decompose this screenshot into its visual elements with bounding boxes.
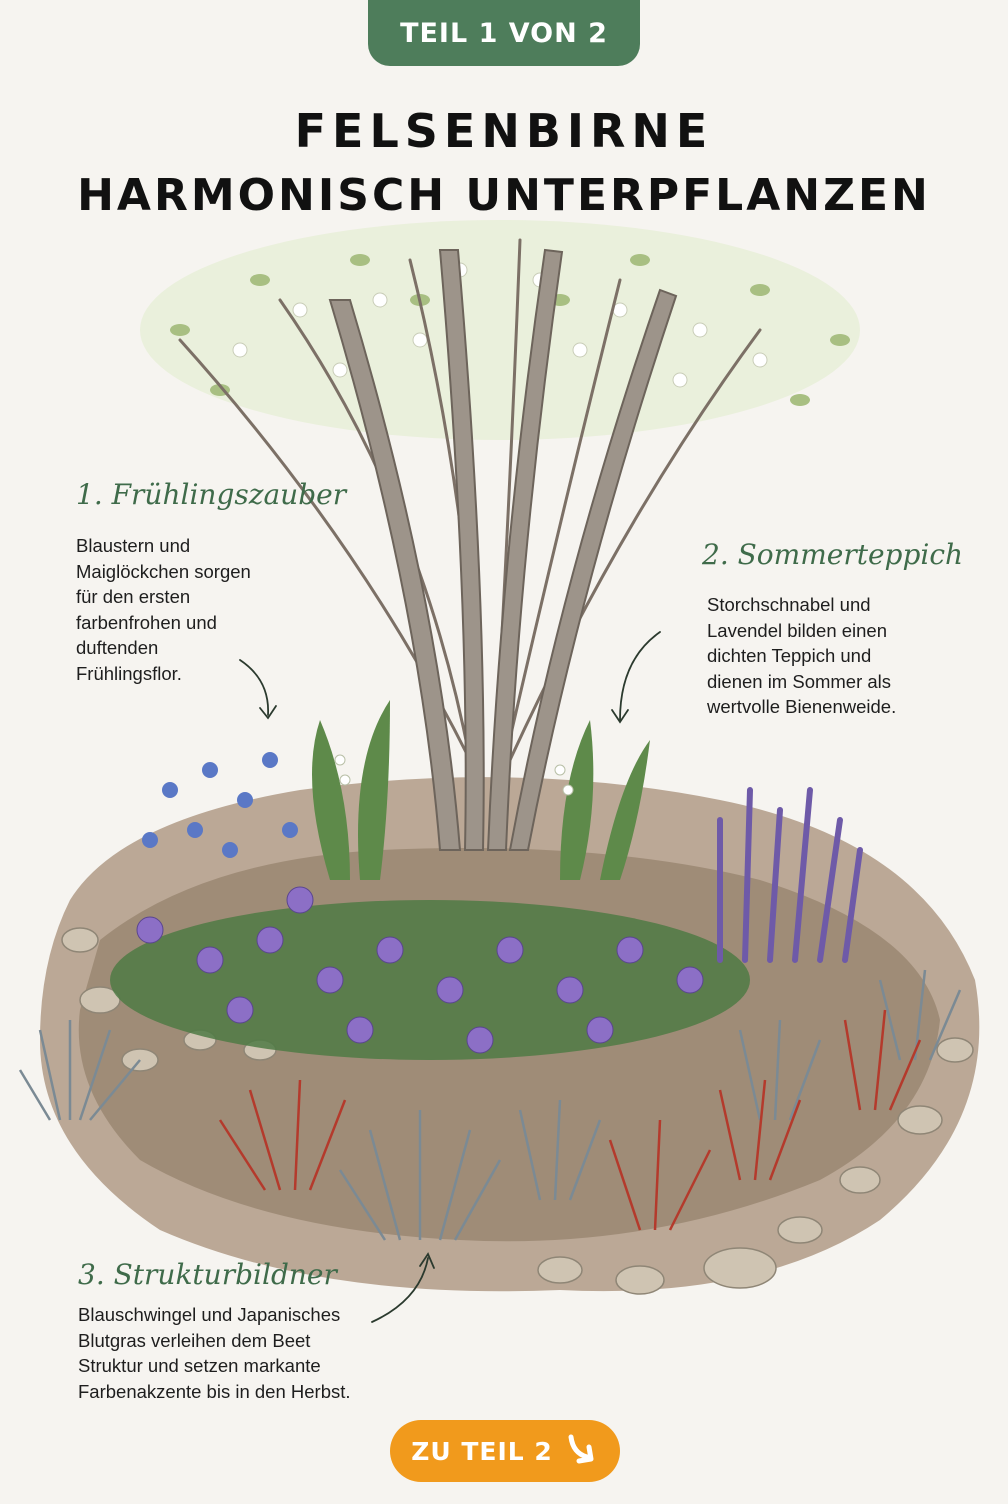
- arrow-down-right-icon: [568, 1434, 594, 1464]
- title-line-1: FELSENBIRNE: [294, 104, 714, 158]
- part-badge: TEIL 1 VON 2: [368, 0, 640, 66]
- section-1-text: Blaustern und Maiglöckchen sorgen für de…: [76, 535, 251, 684]
- next-part-label: ZU TEIL 2: [411, 1436, 553, 1466]
- section-1-heading: 1. Frühlingszauber: [76, 478, 347, 511]
- section-3-text: Blauschwingel und Japanisches Blutgras v…: [78, 1304, 351, 1402]
- title-line-2: HARMONISCH UNTERPFLANZEN: [77, 170, 931, 221]
- section-2-heading: 2. Sommerteppich: [702, 538, 964, 571]
- section-3-heading: 3. Strukturbildner: [78, 1258, 337, 1291]
- next-part-button[interactable]: ZU TEIL 2: [390, 1420, 620, 1482]
- section-2-text: Storchschnabel und Lavendel bilden einen…: [707, 594, 897, 717]
